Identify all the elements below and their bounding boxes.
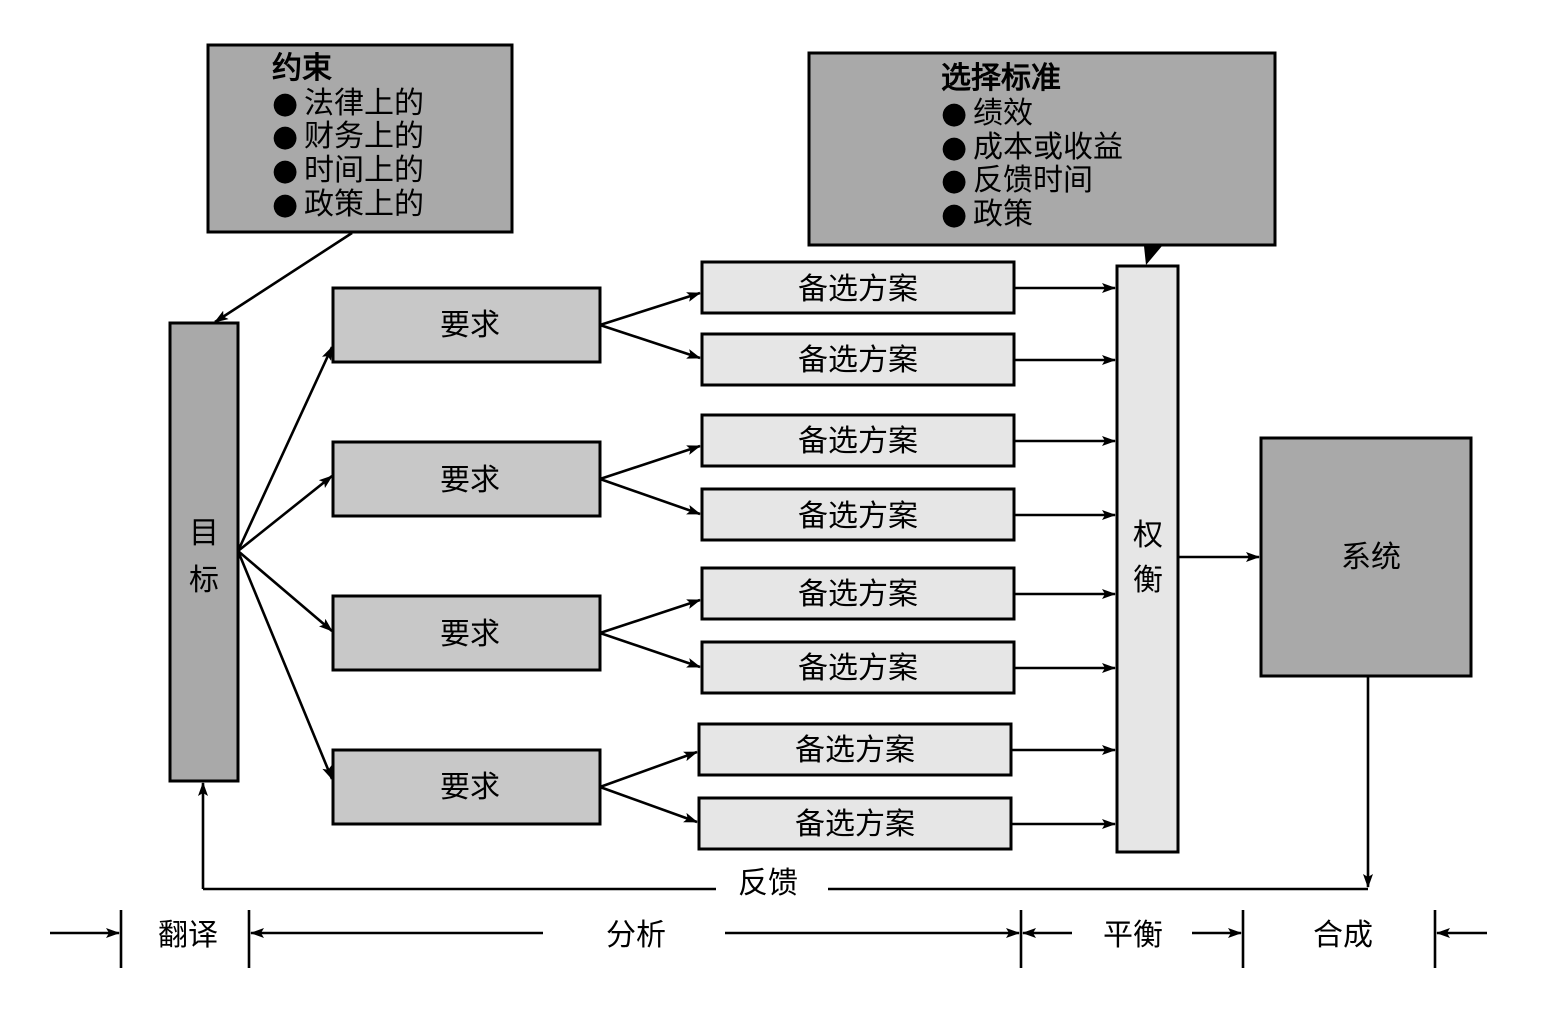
requirement-label: 要求 [440,308,500,343]
constraints-to-goal-arrow [214,231,353,324]
requirement-box: 要求 [331,594,602,672]
requirement-to-alternative-arrow [599,323,701,360]
system-box: 系统 [1259,436,1473,678]
constraint-item: 政策上的 [304,187,424,222]
phase-bar: 翻译 分析 平衡 合成 [50,910,1487,968]
requirement-to-alternative-arrow [599,750,698,789]
alternative-box: 备选方案 [700,566,1016,621]
feedback-label: 反馈 [738,866,798,901]
alternative-box: 备选方案 [700,640,1016,695]
phase-label-translate: 翻译 [158,918,218,953]
constraints-bullet: ● [272,153,298,188]
goal-box: 目 标 [168,321,240,783]
alternative-label: 备选方案 [798,651,918,686]
criteria-item: 政策 [973,197,1033,232]
goal-label-char: 标 [189,563,219,598]
alternative-label: 备选方案 [798,343,918,378]
alternative-box: 备选方案 [700,413,1016,468]
criteria-bullet: ● [941,197,967,232]
criteria-pointer [1144,246,1162,265]
alternative-label: 备选方案 [798,577,918,612]
constraint-item: 时间上的 [304,153,424,188]
requirement-box: 要求 [331,748,602,826]
requirement-to-alternative-arrow [599,291,701,327]
goal-to-requirement-arrow [237,550,333,632]
criteria-item: 成本或收益 [973,130,1123,165]
alternative-box: 备选方案 [700,332,1016,387]
phase-label-synthesize: 合成 [1313,918,1373,953]
constraints-bullet: ● [272,119,298,154]
goal-to-requirement-arrow [236,550,334,780]
alternative-box: 备选方案 [700,487,1016,542]
goal-to-requirement-arrow [236,346,334,552]
alternative-box: 备选方案 [697,796,1013,851]
requirement-to-alternative-arrow [599,477,701,516]
requirement-to-alternative-arrow [599,631,701,669]
phase-label-analyze: 分析 [606,918,666,953]
requirement-box: 要求 [331,440,602,518]
goal-label-char: 目 [189,516,219,551]
requirement-to-alternative-arrow [599,444,701,481]
tradeoff-box: 权 衡 [1115,264,1180,854]
alternative-label: 备选方案 [795,807,915,842]
requirement-label: 要求 [440,770,500,805]
requirement-to-alternative-arrow [599,785,698,824]
phase-label-balance: 平衡 [1103,918,1163,953]
criteria-bullet: ● [941,163,967,198]
alternative-label: 备选方案 [798,424,918,459]
goal-to-requirement-arrow [237,474,333,553]
criteria-item: 绩效 [973,96,1033,131]
constraint-item: 财务上的 [304,119,424,154]
constraints-bullet: ● [272,86,298,121]
alternative-label: 备选方案 [798,499,918,534]
system-label: 系统 [1341,540,1401,575]
criteria-bullet: ● [941,96,967,131]
constraint-item: 法律上的 [304,86,424,121]
requirement-box: 要求 [331,286,602,364]
alternative-box: 备选方案 [697,722,1013,777]
constraints-bullet: ● [272,187,298,222]
criteria-box: 选择标准 ● 绩效 ● 成本或收益 ● 反馈时间 ● 政策 [807,51,1277,247]
alternative-box: 备选方案 [700,260,1016,315]
criteria-item: 反馈时间 [973,163,1093,198]
alternative-label: 备选方案 [795,733,915,768]
constraints-box: 约束 ● 法律上的 ● 财务上的 ● 时间上的 ● 政策上的 [206,43,514,234]
alternative-label: 备选方案 [798,272,918,307]
criteria-bullet: ● [941,130,967,165]
requirement-label: 要求 [440,463,500,498]
requirement-label: 要求 [440,617,500,652]
criteria-title: 选择标准 [941,61,1061,96]
tradeoff-label-char: 权 [1133,518,1163,553]
requirement-to-alternative-arrow [599,598,701,635]
constraints-title: 约束 [272,51,332,86]
tradeoff-label-char: 衡 [1133,563,1163,598]
